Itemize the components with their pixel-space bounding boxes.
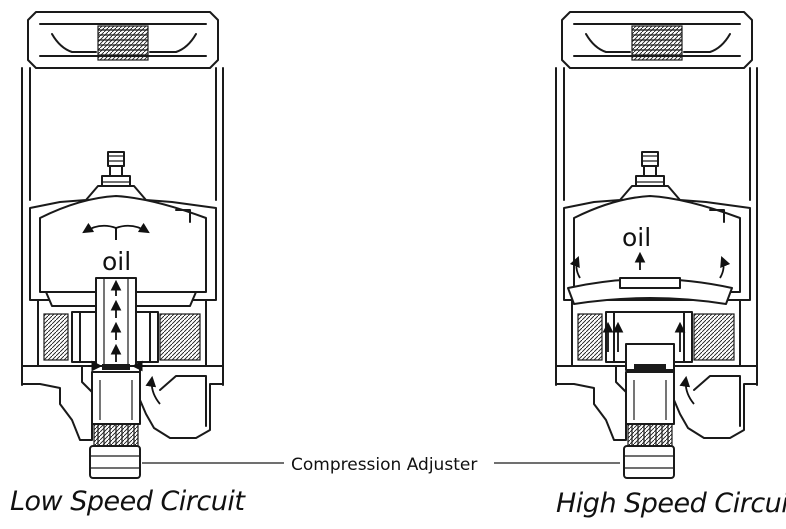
low-speed-shock-diagram: oil	[21, 11, 224, 479]
high-speed-caption: High Speed Circuit	[556, 488, 786, 519]
low-speed-caption: Low Speed Circuit	[10, 486, 245, 517]
flow-arrow-bypass-high	[679, 375, 695, 405]
flow-arrow-outer-right	[719, 255, 731, 279]
compression-adjuster-label: Compression Adjuster	[289, 455, 480, 475]
oil-label-low: oil	[102, 247, 131, 276]
flow-arrow-right	[115, 222, 150, 240]
flow-arrow-outer-left	[569, 255, 581, 279]
high-speed-shock-diagram: oil	[555, 11, 758, 479]
oil-label-high: oil	[622, 223, 651, 252]
flow-arrow-bypass	[145, 375, 161, 405]
